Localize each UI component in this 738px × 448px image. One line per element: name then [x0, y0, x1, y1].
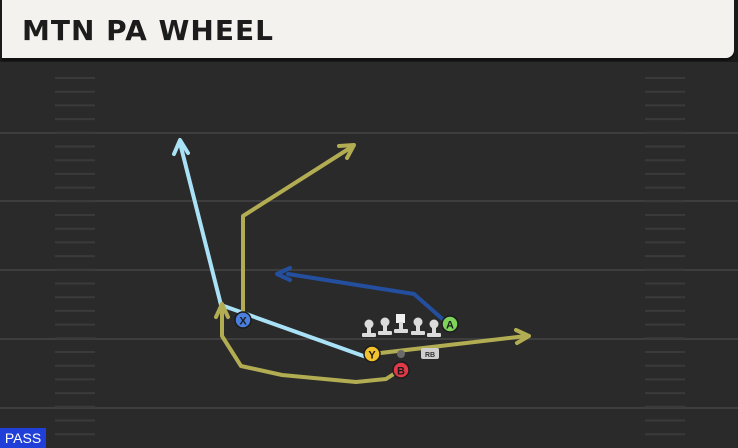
center-icon [394, 314, 408, 333]
receiver-x[interactable]: X [234, 311, 252, 329]
qb-marker [397, 350, 405, 358]
receiver-a-label: A [446, 320, 454, 332]
receiver-a[interactable]: A [441, 315, 459, 333]
route-a [286, 272, 449, 325]
receiver-y[interactable]: Y [363, 345, 381, 363]
field-background [0, 62, 738, 448]
lineman-icon [411, 317, 425, 335]
route-b-arrow [214, 302, 230, 319]
receiver-y-label: Y [368, 350, 376, 362]
play-title: MTN PA WHEEL [22, 14, 274, 47]
route-x-post-arrow [337, 143, 356, 160]
route-x-post [241, 146, 352, 322]
route-a-arrow [275, 266, 292, 282]
play-type-badge: PASS [0, 428, 46, 448]
offensive-line [362, 314, 441, 337]
title-bar: MTN PA WHEEL [2, 0, 734, 58]
yard-lines [0, 132, 738, 409]
receiver-b-label: B [397, 366, 405, 378]
lineman-icon [378, 317, 392, 335]
receiver-b[interactable]: B [392, 361, 410, 379]
route-y [370, 334, 528, 356]
receiver-x-label: X [239, 316, 247, 328]
route-y-arrow [514, 328, 531, 345]
play-field: RB A X Y B [0, 62, 738, 448]
rb-label: RB [425, 352, 435, 359]
rb-marker[interactable]: RB [421, 348, 439, 359]
hash-marks [55, 77, 685, 436]
route-x-arrow [172, 138, 190, 156]
header: MTN PA WHEEL [0, 0, 738, 62]
lineman-icon [362, 319, 376, 337]
lineman-icon [427, 319, 441, 337]
route-b [220, 304, 402, 384]
